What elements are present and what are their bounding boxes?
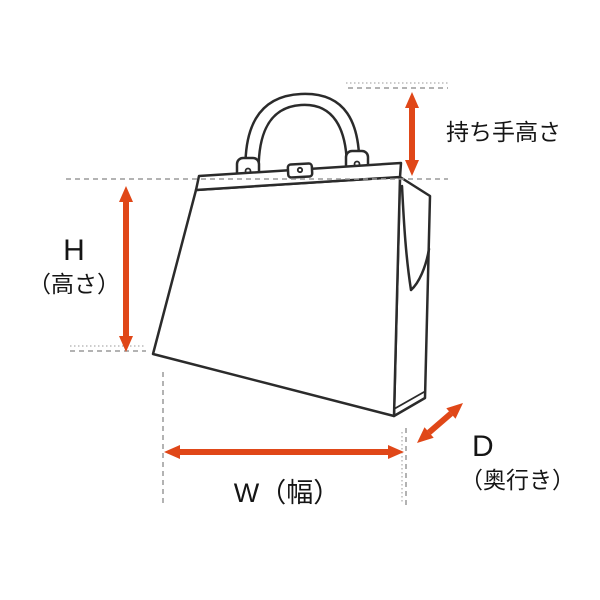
bag-clasp-knob: [296, 166, 304, 174]
bag-clasp: [286, 162, 314, 179]
width-arrow-head-left: [164, 445, 180, 459]
depth-arrow-head-upper: [446, 403, 463, 419]
height-label: H （高さ）: [16, 232, 132, 298]
width-arrow: [164, 445, 404, 459]
bag-side-flap-curve: [400, 184, 431, 292]
width-label: W（幅）: [233, 478, 341, 508]
handle-height-label: 持ち手高さ: [446, 119, 561, 145]
depth-label-caption: （奥行き）: [460, 466, 575, 493]
handle-height-arrow-head-top: [405, 92, 419, 108]
bag-handle-inner: [257, 103, 349, 184]
height-arrow-head-bottom: [119, 336, 133, 352]
depth-arrow-head-lower: [417, 427, 434, 443]
handle-height-arrow: [405, 92, 419, 176]
height-arrow: [119, 186, 133, 352]
guide-lines: [66, 82, 448, 506]
bag-handle-outer: [244, 92, 361, 184]
bag-clasp-plate: [286, 162, 314, 179]
height-label-letter: H: [63, 234, 85, 267]
depth-label-letter: D: [472, 430, 494, 463]
width-arrow-head-right: [388, 445, 404, 459]
depth-arrow-shaft: [427, 411, 453, 435]
bag-base-edge: [393, 391, 425, 410]
handle-height-arrow-head-bottom: [405, 160, 419, 176]
height-arrow-head-top: [119, 186, 133, 202]
depth-arrow: [417, 403, 463, 443]
depth-label: D （奥行き）: [460, 428, 590, 494]
bag-illustration: [151, 92, 432, 418]
height-label-caption: （高さ）: [28, 270, 120, 297]
bag-front-panel: [151, 175, 402, 418]
